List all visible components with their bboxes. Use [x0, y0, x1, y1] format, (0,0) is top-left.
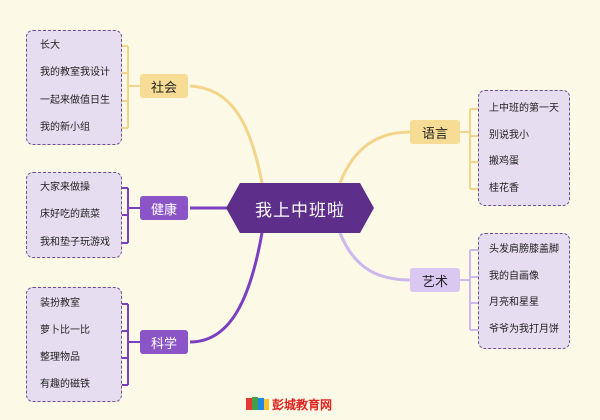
connector-art: [338, 232, 411, 282]
science-item: 装扮教室: [40, 298, 80, 309]
center-topic: 我上中班啦: [255, 200, 345, 221]
science-item: 萝卜比一比: [40, 325, 90, 336]
health-item: 大家来做操: [40, 182, 90, 193]
language-item: 搬鸡蛋: [489, 156, 519, 167]
art-items-box: [478, 233, 570, 349]
connector-language: [338, 130, 411, 184]
health-item: 床好吃的蔬菜: [40, 209, 100, 220]
bracket-art: [460, 249, 478, 331]
science-item: 整理物品: [40, 352, 80, 363]
bracket-health: [120, 187, 140, 244]
language-item: 别说我小: [489, 130, 529, 141]
social-item: 一起来做值日生: [40, 95, 110, 106]
center-node-shape: [226, 183, 374, 233]
science-items-box: [26, 287, 122, 402]
site-watermark: 彭城教育网: [272, 394, 332, 414]
branch-science: 科学: [140, 330, 188, 354]
social-item: 长大: [40, 40, 60, 51]
connector-social: [189, 84, 264, 184]
bracket-language: [460, 108, 478, 190]
social-item: 我的新小组: [40, 122, 90, 133]
art-item: 月亮和星星: [489, 297, 539, 308]
language-item: 上中班的第一天: [489, 103, 559, 114]
connector-science: [189, 232, 264, 344]
health-items-box: [26, 172, 122, 258]
branch-language: 语言: [410, 120, 460, 144]
social-item: 我的教室我设计: [40, 67, 110, 78]
branch-art: 艺术: [410, 268, 460, 292]
language-items-box: [478, 90, 570, 206]
bracket-social: [120, 45, 140, 129]
art-item: 我的自画像: [489, 271, 539, 282]
book-logo-icon: [246, 397, 269, 410]
branch-social: 社会: [140, 74, 188, 98]
science-item: 有趣的磁铁: [40, 379, 90, 390]
art-item: 头发肩膀膝盖脚: [489, 244, 559, 255]
bracket-science: [120, 303, 140, 386]
social-items-box: [26, 30, 122, 145]
branch-health: 健康: [140, 196, 188, 220]
site-brand-text: 彭城教育网: [272, 397, 333, 412]
art-item: 爷爷为我打月饼: [489, 324, 559, 335]
health-item: 我和垫子玩游戏: [40, 237, 110, 248]
language-item: 桂花香: [489, 183, 519, 194]
